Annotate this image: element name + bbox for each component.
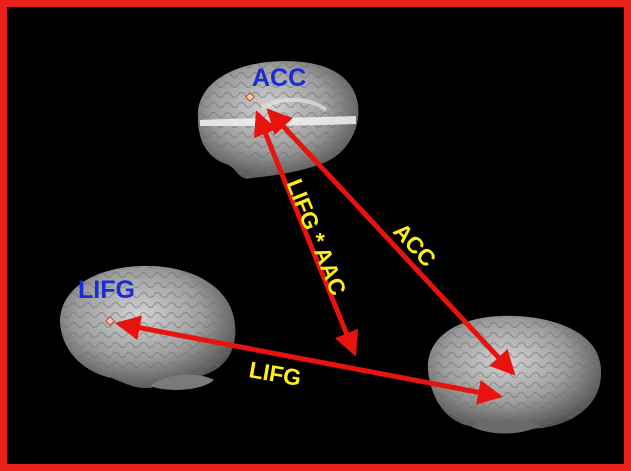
connection-label-lifg-aac: LIFG * AAC [281,175,351,299]
region-label-lifg: LIFG [78,276,135,304]
region-label-acc: ACC [252,64,306,92]
brain-lateral-right [428,316,601,434]
connection-label-lifg: LIFG [247,356,303,391]
